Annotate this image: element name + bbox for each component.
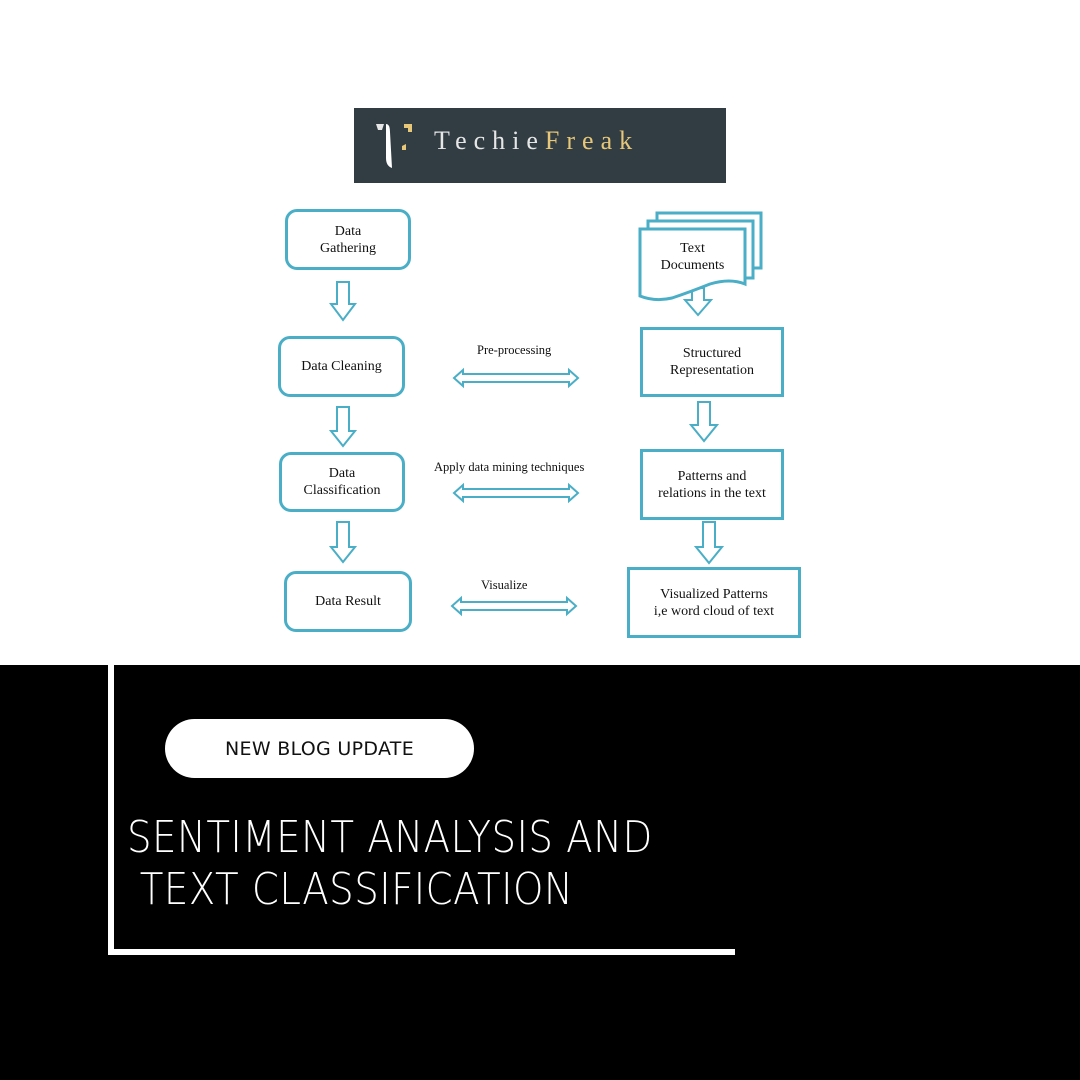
down-arrow-icon [682,287,714,317]
node-label: Documents [660,258,725,273]
double-arrow-icon [452,482,580,504]
node-label: Patterns and [677,468,747,484]
blog-title-line2: TEXT CLASSIFICATION [127,864,574,915]
node-label: Gathering [320,240,376,256]
logo-mark-icon [376,124,412,168]
logo-text-light: Techie [434,126,545,155]
node-label: Structured [682,346,742,361]
down-arrow-icon [693,521,725,565]
node-label: Data [334,223,362,239]
edge-label-mining: Apply data mining techniques [434,460,585,474]
blog-title-line1: SENTIMENT ANALYSIS AND [127,812,653,863]
down-arrow-icon [328,406,358,448]
document-stack-icon [638,211,763,302]
diagram-connectors [328,211,763,617]
node-label: Visualized Patterns [660,586,768,602]
node-label: Representation [670,363,754,378]
node-label: relations in the text [658,485,766,501]
edge-label-visualize: Visualize [481,578,528,592]
logo-text: TechieFreak [434,126,639,156]
node-data-result: Data Result [284,571,412,632]
double-arrow-icon [452,367,580,389]
down-arrow-icon [688,401,720,443]
frame-line-horizontal [108,949,735,955]
node-label: Text [680,241,705,256]
techiefreak-logo: TechieFreak [354,108,726,183]
node-label: Data Cleaning [301,359,382,374]
down-arrow-icon [328,521,358,564]
new-blog-update-badge: NEW BLOG UPDATE [165,719,474,778]
node-label: Data [328,466,356,481]
node-label: Data Result [315,594,381,609]
edge-label-preprocessing: Pre-processing [477,343,552,357]
down-arrow-icon [329,281,357,322]
node-label: Classification [303,483,381,498]
frame-line-vertical [108,665,114,955]
node-data-cleaning: Data Cleaning [278,336,405,397]
node-label: i,e word cloud of text [653,603,775,619]
double-arrow-icon [450,595,578,617]
blog-title: SENTIMENT ANALYSIS AND TEXT CLASSIFICATI… [127,812,653,916]
logo-text-accent: Freak [544,126,640,155]
